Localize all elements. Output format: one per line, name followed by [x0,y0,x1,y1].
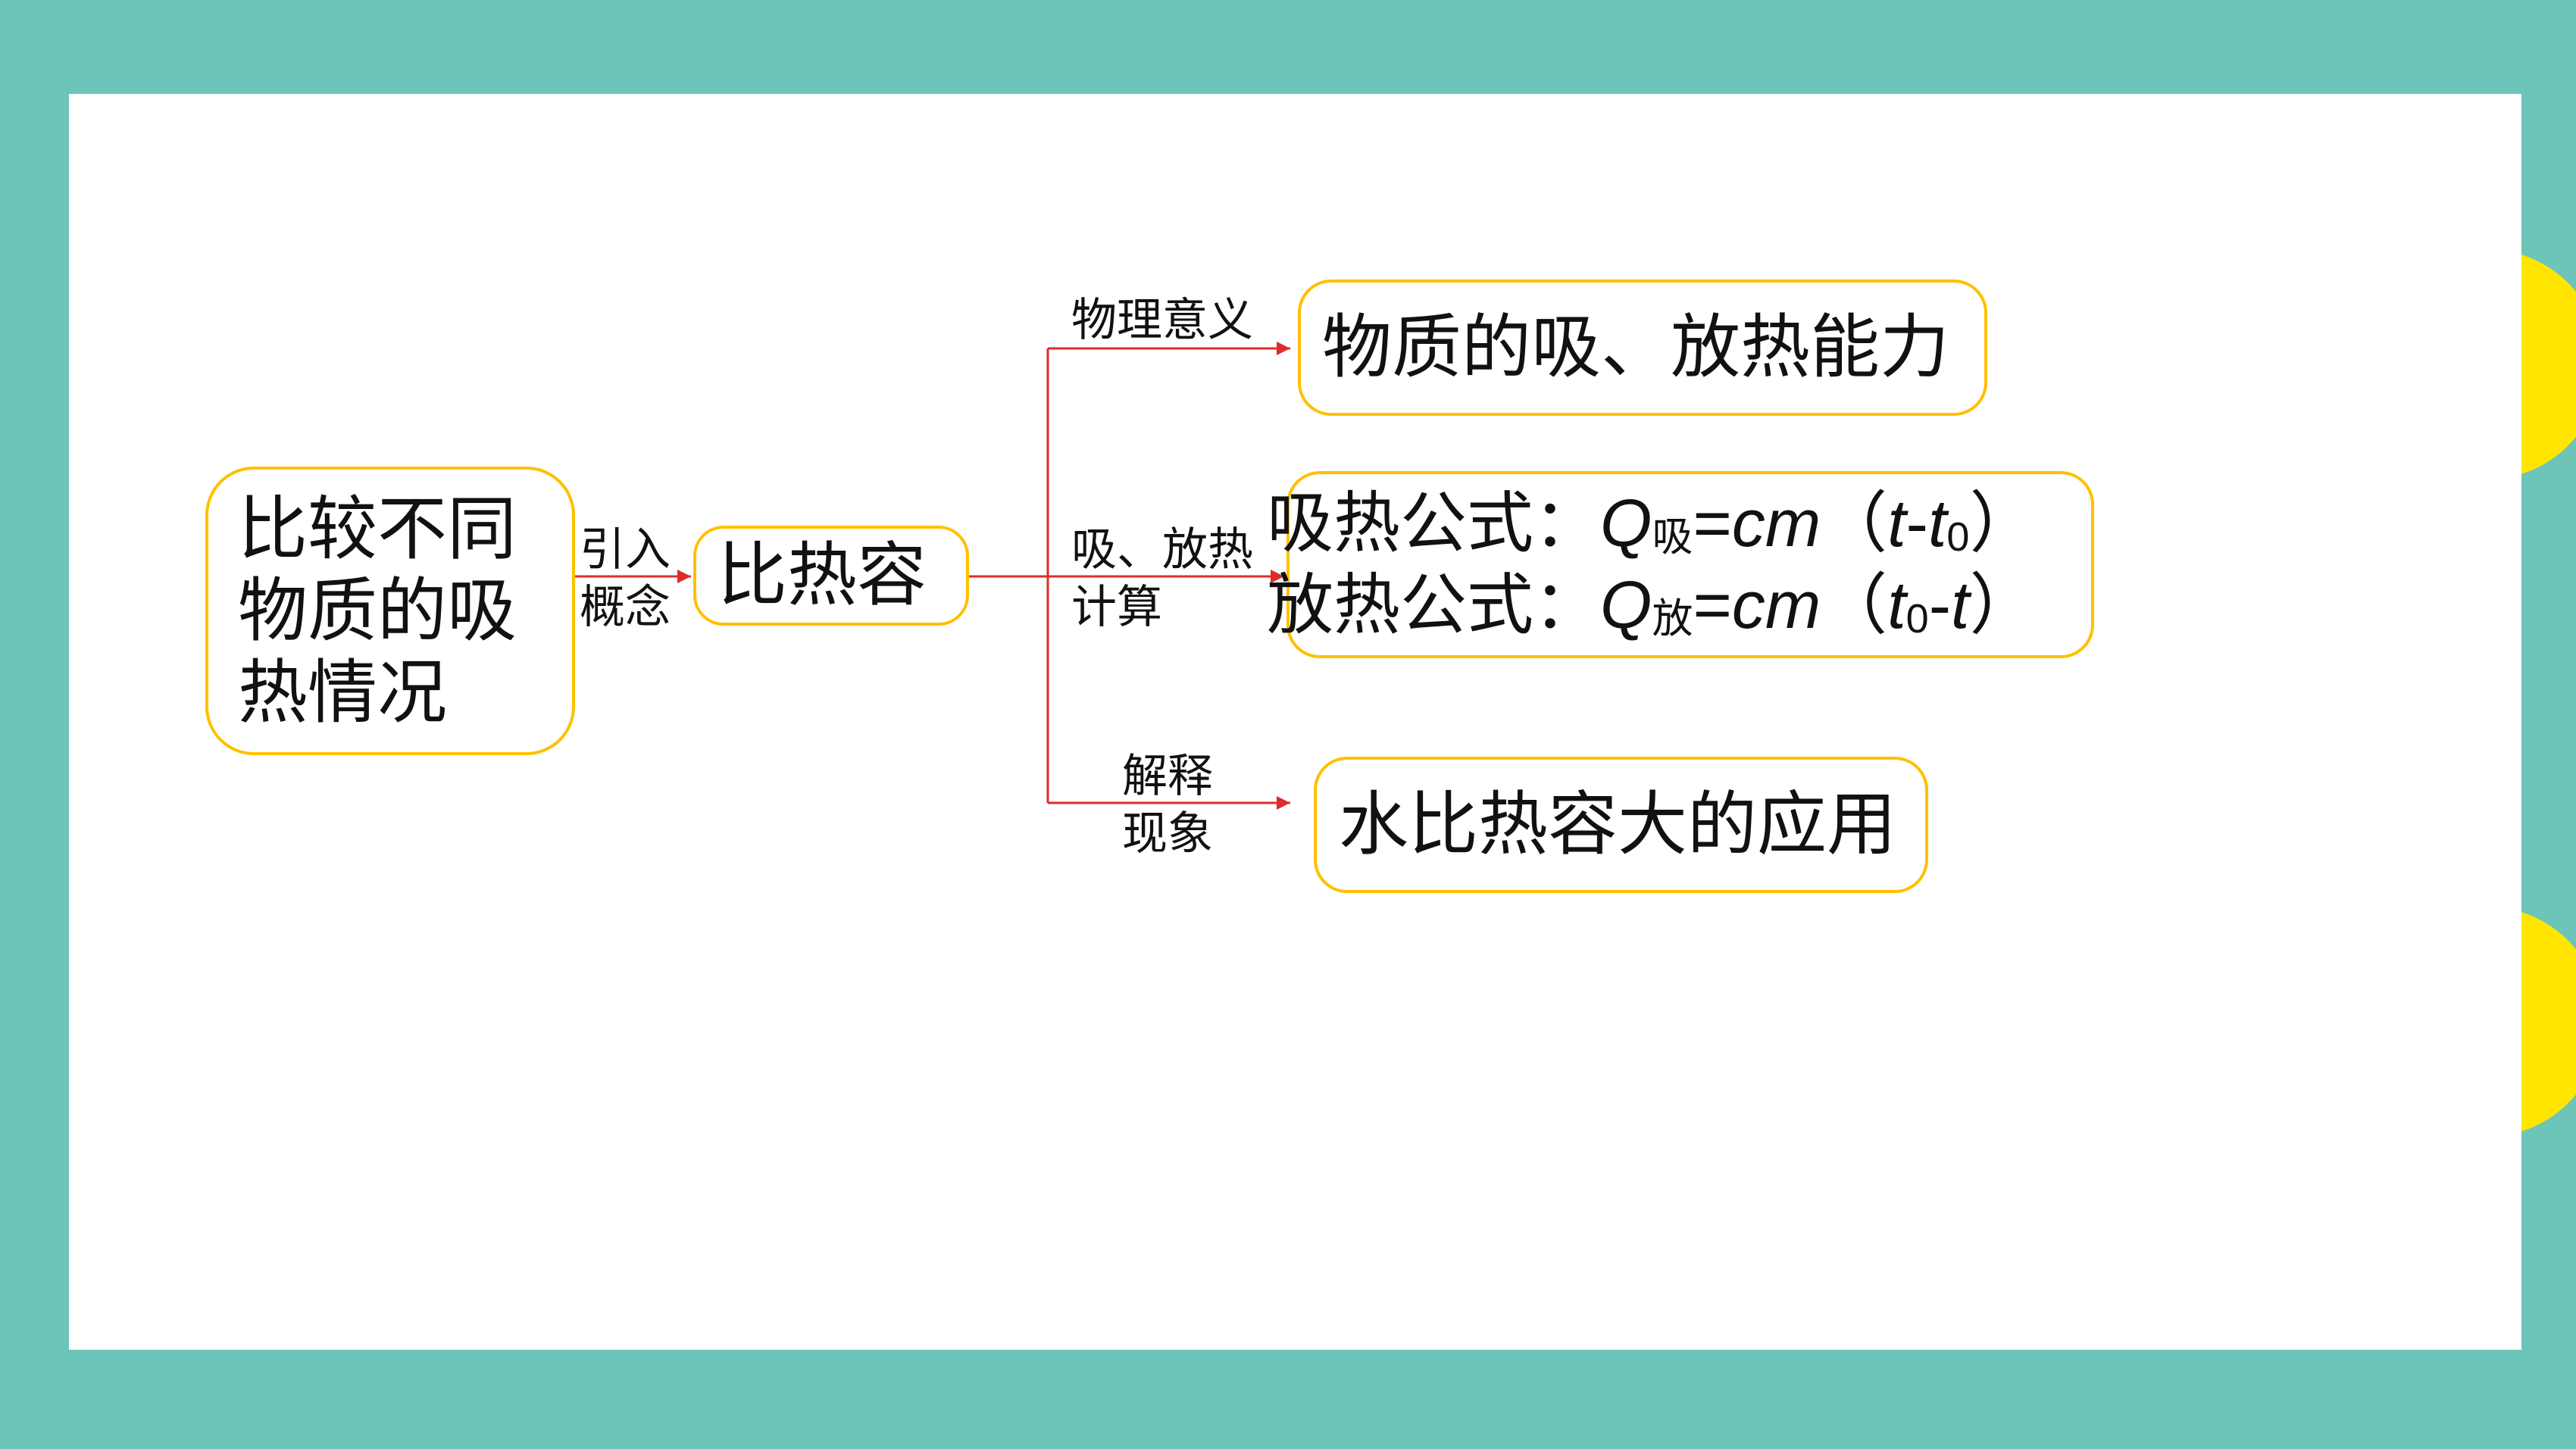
edge-label-calc-line-1: 吸、放热 [1071,523,1253,576]
release-formula-prefix: 放热公式： [1267,566,1601,644]
application-node-label: 水比热容大的应用 [1339,784,1897,865]
release-t-final: t [1951,567,1970,642]
release-equals: = [1693,567,1732,642]
root-node-line-1: 比较不同 [238,488,517,570]
release-cm: cm [1731,567,1821,642]
edge-label-calc: 吸、放热 计算 [1071,521,1253,636]
release-left-paren: （ [1821,566,1888,644]
absorb-t-initial: t [1927,486,1947,561]
release-heat-subscript: 放 [1652,595,1693,642]
release-heat-symbol: Q [1600,567,1652,642]
edge-label-meaning-text: 物理意义 [1071,294,1253,347]
meaning-node-label: 物质的吸、放热能力 [1322,307,1950,388]
concept-node-label: 比热容 [717,535,927,616]
absorb-right-paren: ） [1969,484,2037,562]
application-node: 水比热容大的应用 [1314,757,1928,893]
root-node: 比较不同 物质的吸 热情况 [205,467,575,755]
meaning-node: 物质的吸、放热能力 [1298,279,1987,416]
absorb-equals: = [1693,486,1732,561]
absorb-cm: cm [1731,486,1821,561]
absorb-formula-prefix: 吸热公式： [1267,484,1601,562]
formula-text: 吸热公式： Q 吸 = cm （ t - t 0 ） 放热公式： Q 放 = c… [1267,482,2036,646]
absorb-left-paren: （ [1821,484,1888,562]
absorb-t-initial-subscript: 0 [1946,514,1970,560]
edge-label-explain-line-1: 解释 [1122,750,1213,803]
concept-node: 比热容 [693,526,969,626]
absorb-heat-subscript: 吸 [1652,513,1693,561]
absorb-minus: - [1905,486,1928,561]
release-t-initial-subscript: 0 [1905,596,1929,642]
release-minus: - [1928,567,1951,642]
absorb-formula: 吸热公式： Q 吸 = cm （ t - t 0 ） [1267,482,2036,564]
release-right-paren: ） [1969,566,2037,644]
edge-label-meaning: 物理意义 [1071,292,1253,349]
formula-node [1286,471,2094,658]
root-node-line-3: 热情况 [238,651,448,733]
edge-label-explain: 解释 现象 [1122,748,1213,863]
absorb-heat-symbol: Q [1600,486,1652,561]
release-formula: 放热公式： Q 放 = cm （ t 0 - t ） [1267,564,2036,646]
release-t-initial: t [1887,567,1906,642]
edge-label-introduce-line-1: 引入 [580,523,671,576]
absorb-t-final: t [1887,486,1906,561]
edge-label-explain-line-2: 现象 [1122,807,1213,860]
edge-label-introduce-line-2: 概念 [580,581,671,634]
root-node-line-2: 物质的吸 [238,570,517,651]
edge-label-calc-line-2: 计算 [1071,581,1162,634]
edge-label-introduce: 引入 概念 [580,521,671,636]
